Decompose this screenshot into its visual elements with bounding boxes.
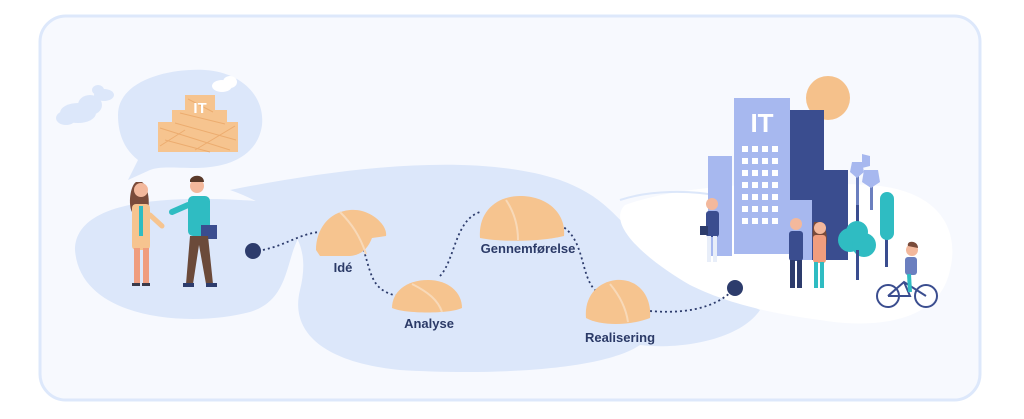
rock-realisering-icon: [585, 279, 651, 324]
person-woman-icon: [129, 182, 165, 286]
person-man-right-icon: [789, 218, 803, 288]
rock-analyse-icon: [392, 280, 462, 313]
stage-label-gennemforelse: Gennemførelse: [481, 241, 576, 256]
sketch-building-icon: IT: [158, 95, 238, 153]
person-man-icon: [169, 175, 217, 287]
end-dot: [727, 280, 743, 296]
sun-icon: [806, 76, 850, 120]
stage-label-ide: Idé: [334, 260, 353, 275]
start-dot: [245, 243, 261, 259]
tree-icon: [838, 154, 894, 280]
stage-label-analyse: Analyse: [404, 316, 454, 331]
cyclist-icon: [876, 241, 938, 308]
building-windows: [742, 146, 778, 224]
bubble-it-sign: IT: [193, 100, 206, 117]
stage-label-realisering: Realisering: [585, 330, 655, 345]
person-woman-right-icon: [812, 222, 827, 288]
rock-gennemforelse-icon: [479, 196, 565, 241]
cloud-icon: [212, 76, 237, 92]
thought-bubble: IT: [118, 69, 263, 180]
person-walking-icon: [700, 198, 719, 262]
it-building-icon: IT: [708, 98, 848, 260]
rock-ide-icon: [316, 209, 387, 256]
cloud-icon: [56, 85, 114, 125]
building-it-sign: IT: [750, 108, 773, 138]
